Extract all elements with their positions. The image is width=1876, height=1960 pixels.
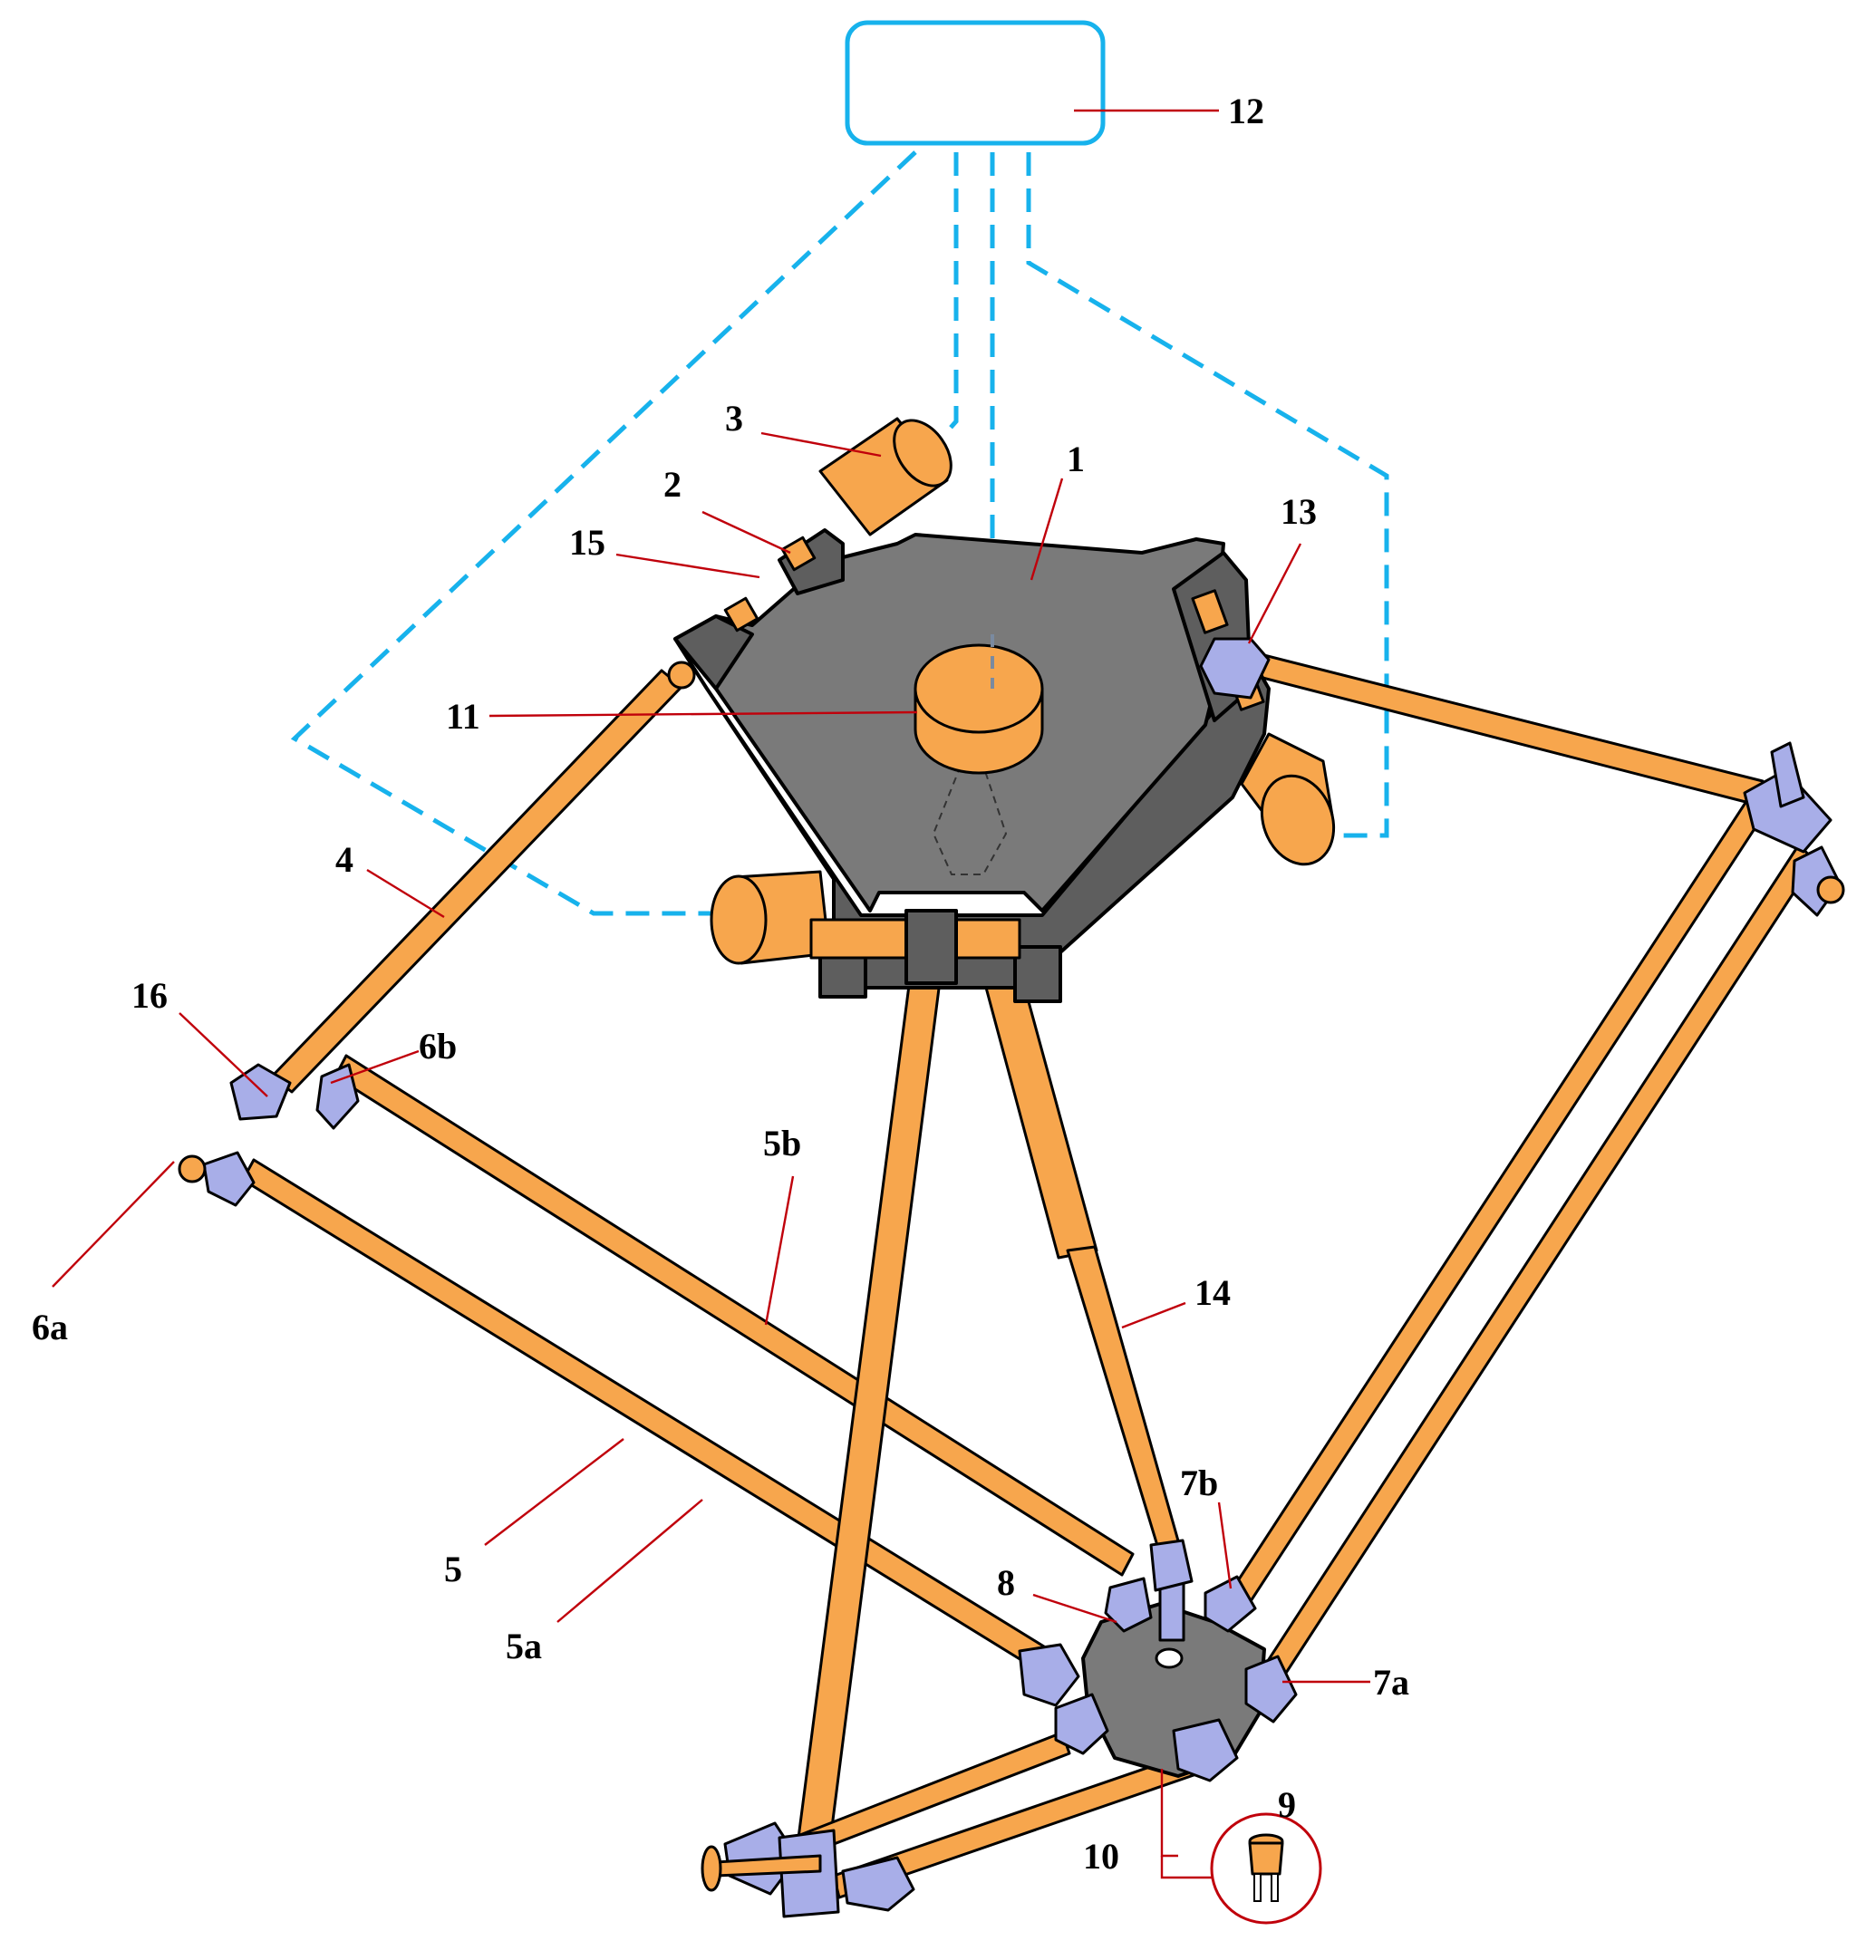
rod-5a — [241, 1158, 1053, 1674]
right-arm — [1220, 649, 1816, 1687]
motors — [710, 417, 1336, 965]
label-8: 8 — [997, 1562, 1015, 1603]
right-rod-inner — [1220, 788, 1771, 1624]
right-top-joints — [1743, 741, 1845, 917]
label-9: 9 — [1278, 1784, 1296, 1825]
right-rod-outer — [1261, 843, 1816, 1687]
bearings — [667, 536, 1271, 711]
mount-left — [673, 614, 754, 690]
leader-lines — [52, 109, 1370, 1684]
label-7b: 7b — [1180, 1463, 1218, 1503]
label-6a: 6a — [32, 1307, 68, 1347]
shaft-lower-part — [1066, 1245, 1185, 1562]
label-10: 10 — [1083, 1836, 1119, 1877]
center-motor — [914, 634, 1044, 775]
telescopic-shaft — [977, 957, 1185, 1562]
motor-top — [818, 417, 953, 536]
wire-center-left — [941, 152, 959, 439]
label-12: 12 — [1228, 91, 1264, 131]
moving-platform — [1018, 1539, 1298, 1782]
front-rod-upper — [796, 970, 943, 1850]
joint-7b — [1204, 1575, 1257, 1633]
tool-callout — [1160, 1769, 1322, 1925]
labels: 12 3 1 2 13 15 11 4 16 6b 5b 14 6a 7b 5 … — [32, 91, 1409, 1877]
label-11: 11 — [446, 696, 480, 737]
label-16: 16 — [131, 975, 168, 1016]
label-14: 14 — [1194, 1272, 1231, 1313]
front-arm — [787, 970, 1198, 1899]
left-joints — [178, 1063, 360, 1207]
wire-right — [1026, 152, 1389, 838]
front-coupling — [809, 909, 1021, 985]
label-5: 5 — [444, 1549, 462, 1589]
wire-left — [290, 150, 917, 916]
tool-icon — [1248, 1833, 1284, 1902]
label-5a: 5a — [506, 1626, 542, 1666]
shaft-upper-part — [977, 957, 1098, 1260]
label-1: 1 — [1067, 439, 1085, 479]
label-2: 2 — [663, 464, 682, 505]
motor-front — [710, 870, 831, 965]
bracket-right — [1013, 945, 1062, 1003]
joint-7a — [1244, 1655, 1298, 1723]
mount-top — [778, 528, 845, 595]
control-box — [845, 20, 1106, 146]
label-15: 15 — [569, 522, 605, 563]
hidden-joint-lines — [932, 765, 1008, 875]
label-4: 4 — [335, 839, 353, 880]
label-5b: 5b — [763, 1123, 801, 1163]
front-end-joints — [701, 1821, 915, 1918]
label-3: 3 — [725, 398, 743, 439]
rod-5b — [334, 1054, 1135, 1577]
label-13: 13 — [1281, 491, 1317, 532]
label-6b: 6b — [419, 1026, 457, 1067]
motor-right — [1240, 732, 1336, 866]
label-7a: 7a — [1373, 1662, 1409, 1703]
